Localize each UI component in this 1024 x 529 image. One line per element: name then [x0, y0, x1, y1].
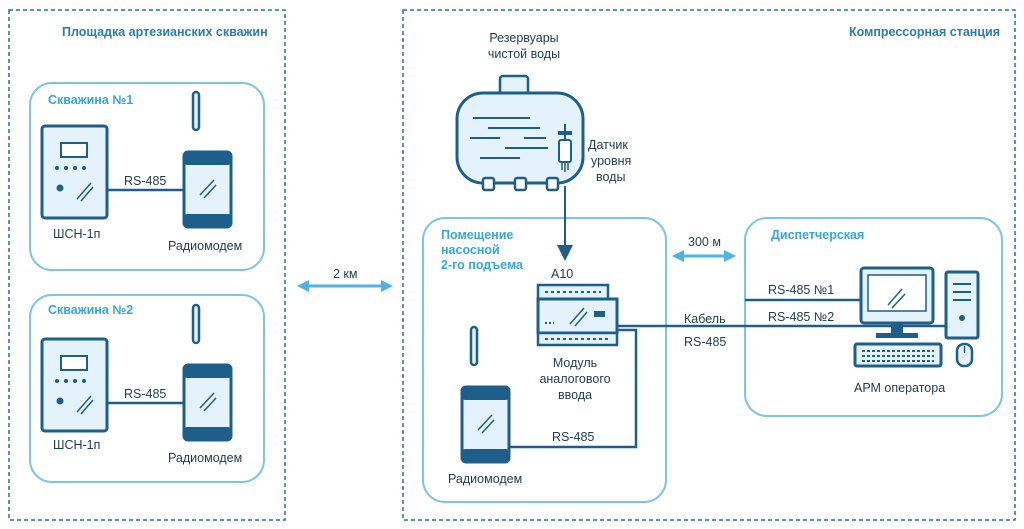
radio-link-2km-arrow — [297, 280, 393, 292]
monitor-icon — [859, 266, 935, 338]
room-well-1 — [29, 82, 265, 271]
radiomodem-icon-3 — [460, 325, 511, 464]
room-well-1-title: Скважина №1 — [48, 93, 134, 107]
zone-wells-title: Площадка артезианских скважин — [62, 25, 268, 39]
cabinet-2-label: ШСН-1п — [53, 438, 101, 452]
distance-300m-label: 300 м — [688, 235, 721, 249]
radiomodem-icon-2 — [182, 303, 233, 442]
modem-1-label: Радиомодем — [168, 239, 243, 253]
analog-input-module-icon — [536, 283, 619, 347]
well2-rs485-label: RS-485 — [124, 387, 167, 401]
level-sensor-icon — [558, 124, 572, 172]
cable-label-line-2: RS-485 — [684, 335, 727, 349]
modem-2-label: Радиомодем — [168, 451, 243, 465]
cable-label-line-1: Кабель — [684, 312, 726, 326]
link-300m-arrow — [672, 250, 736, 262]
workstation-label: АРМ оператора — [854, 381, 946, 395]
zone-compressor-station — [402, 9, 1016, 521]
sensor-label-line-3: воды — [596, 170, 626, 184]
room-pump-title-line-2: насосной — [441, 243, 500, 257]
sensor-label-line-2: уровня — [591, 154, 632, 168]
room-pump-title-line-1: Помещение — [441, 228, 514, 242]
room-pump — [422, 217, 667, 503]
rs485-1-label: RS-485 №1 — [768, 283, 835, 297]
zone-wells-site — [8, 9, 286, 521]
module-label-line-1: Модуль — [552, 356, 598, 370]
radiomodem-icon-1 — [182, 90, 233, 229]
modem-3-label: Радиомодем — [448, 472, 523, 486]
module-label-line-2: аналогового — [539, 372, 611, 386]
well1-rs485-label: RS-485 — [124, 174, 167, 188]
room-pump-title-line-3: 2-го подъема — [441, 258, 523, 272]
keyboard-icon — [853, 342, 943, 368]
cabinet-icon-2 — [40, 337, 109, 433]
modem3-rs485-label: RS-485 — [552, 430, 595, 444]
mouse-icon — [955, 342, 974, 368]
cabinet-icon-1 — [40, 124, 109, 220]
system-unit-icon — [944, 270, 980, 340]
room-dispatch — [744, 217, 1003, 417]
zone-compressor-title: Компрессорная станция — [849, 25, 1001, 39]
rs485-2-label: RS-485 №2 — [768, 310, 835, 324]
tanks-label-line-1: Резервуары — [489, 31, 559, 45]
module-code-label: А10 — [551, 267, 574, 281]
room-well-2-title: Скважина №2 — [48, 303, 134, 317]
cabinet-1-label: ШСН-1п — [53, 227, 101, 241]
module-label-line-3: ввода — [557, 388, 593, 402]
modem3-rs485-line — [509, 328, 638, 449]
tanks-icon — [455, 74, 585, 192]
room-dispatch-title: Диспетчерская — [771, 228, 865, 242]
sensor-label-line-1: Датчик — [588, 138, 628, 152]
tanks-label-line-2: чистой воды — [487, 47, 561, 61]
distance-2km-label: 2 км — [333, 267, 358, 281]
room-well-2 — [29, 294, 265, 483]
